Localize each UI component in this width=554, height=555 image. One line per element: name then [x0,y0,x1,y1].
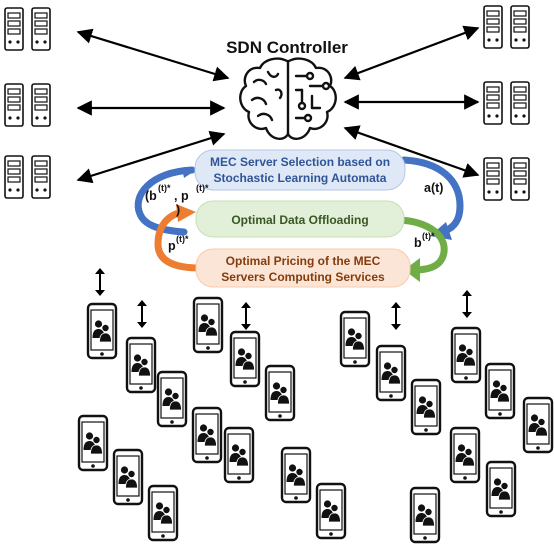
label-b-right-sup: (t)* [422,231,435,241]
box-data-offloading: Optimal Data Offloading [195,200,405,238]
label-b-sup: (t)* [158,183,171,193]
smartphone-users-icon [315,482,347,540]
smartphone-users-icon [112,448,144,506]
server-tower-icon [4,7,24,51]
phone-cluster [77,296,554,544]
up-down-arrow-icon [240,301,252,331]
label-a-t: a(t) [424,181,443,195]
server-tower-icon [31,83,51,127]
orange-arrowhead [176,204,196,222]
label-b-base: (b [145,189,157,203]
up-down-arrow-icon [136,299,148,329]
server-group-right-bottom [483,157,530,201]
server-tower-icon [483,81,503,125]
smartphone-users-icon [229,330,261,388]
smartphone-users-icon [375,344,407,402]
box-selection-line2: Stochastic Learning Automata [214,171,387,185]
smartphone-users-icon [191,406,223,464]
server-group-left-top [4,7,51,51]
server-group-right-top [483,5,530,49]
label-b-right-base: b [414,236,422,250]
up-down-arrow-icon [390,301,402,331]
smartphone-users-icon [522,396,554,454]
smartphone-users-icon [449,426,481,484]
brain-chip-icon [239,57,337,140]
label-p-left: p (t)* [168,234,189,253]
smartphone-users-icon [484,362,516,420]
box-offloading-line1: Optimal Data Offloading [231,213,368,227]
box-server-selection: MEC Server Selection based on Stochastic… [194,149,406,191]
box-pricing-line2: Servers Computing Services [221,270,385,284]
green-arrowhead [404,258,420,282]
orange-curve-left [154,208,204,272]
link-right-bottom [343,125,480,178]
blue-arrowhead-left [182,168,196,178]
label-p-sup: (t)* [196,183,209,193]
server-tower-icon [483,157,503,201]
label-b-p-feedback: (b (t)* , p (t)* ) [145,183,209,217]
smartphone-users-icon [339,310,371,368]
server-tower-icon [510,81,530,125]
box-pricing-line1: Optimal Pricing of the MEC [226,254,381,268]
up-down-arrow-icon [94,267,106,297]
smartphone-users-icon [280,446,312,504]
blue-curve-right [400,156,464,236]
smartphone-users-icon [77,414,109,472]
controller-server-links [76,25,480,184]
smartphone-users-icon [485,460,517,518]
smartphone-users-icon [147,484,179,542]
server-tower-icon [4,155,24,199]
label-p-left-base: p [168,239,176,253]
smartphone-users-icon [125,336,157,394]
server-tower-icon [510,5,530,49]
label-b-right: b (t)* [414,231,435,250]
smartphone-users-icon [86,302,118,360]
smartphone-users-icon [192,296,224,354]
server-tower-icon [510,157,530,201]
green-curve-right [396,216,448,274]
link-right-top [343,25,480,81]
controller-title: SDN Controller [226,38,348,57]
server-tower-icon [483,5,503,49]
smartphone-users-icon [450,326,482,384]
smartphone-users-icon [156,370,188,428]
server-tower-icon [31,155,51,199]
server-group-left-bottom [4,155,51,199]
label-p-comma: , p [174,189,189,203]
server-group-left-middle [4,83,51,127]
server-group-right-middle [483,81,530,125]
smartphone-users-icon [264,364,296,422]
smartphone-users-icon [223,426,255,484]
link-left-bottom [76,130,226,184]
label-close-paren: ) [176,203,180,217]
link-left-top [76,28,230,82]
server-tower-icon [31,7,51,51]
up-down-arrow-icon [461,289,473,319]
box-selection-line1: MEC Server Selection based on [210,155,390,169]
smartphone-users-icon [410,378,442,436]
server-tower-icon [4,83,24,127]
box-pricing: Optimal Pricing of the MEC Servers Compu… [195,248,411,288]
label-p-left-sup: (t)* [176,234,189,244]
smartphone-users-icon [409,486,441,544]
